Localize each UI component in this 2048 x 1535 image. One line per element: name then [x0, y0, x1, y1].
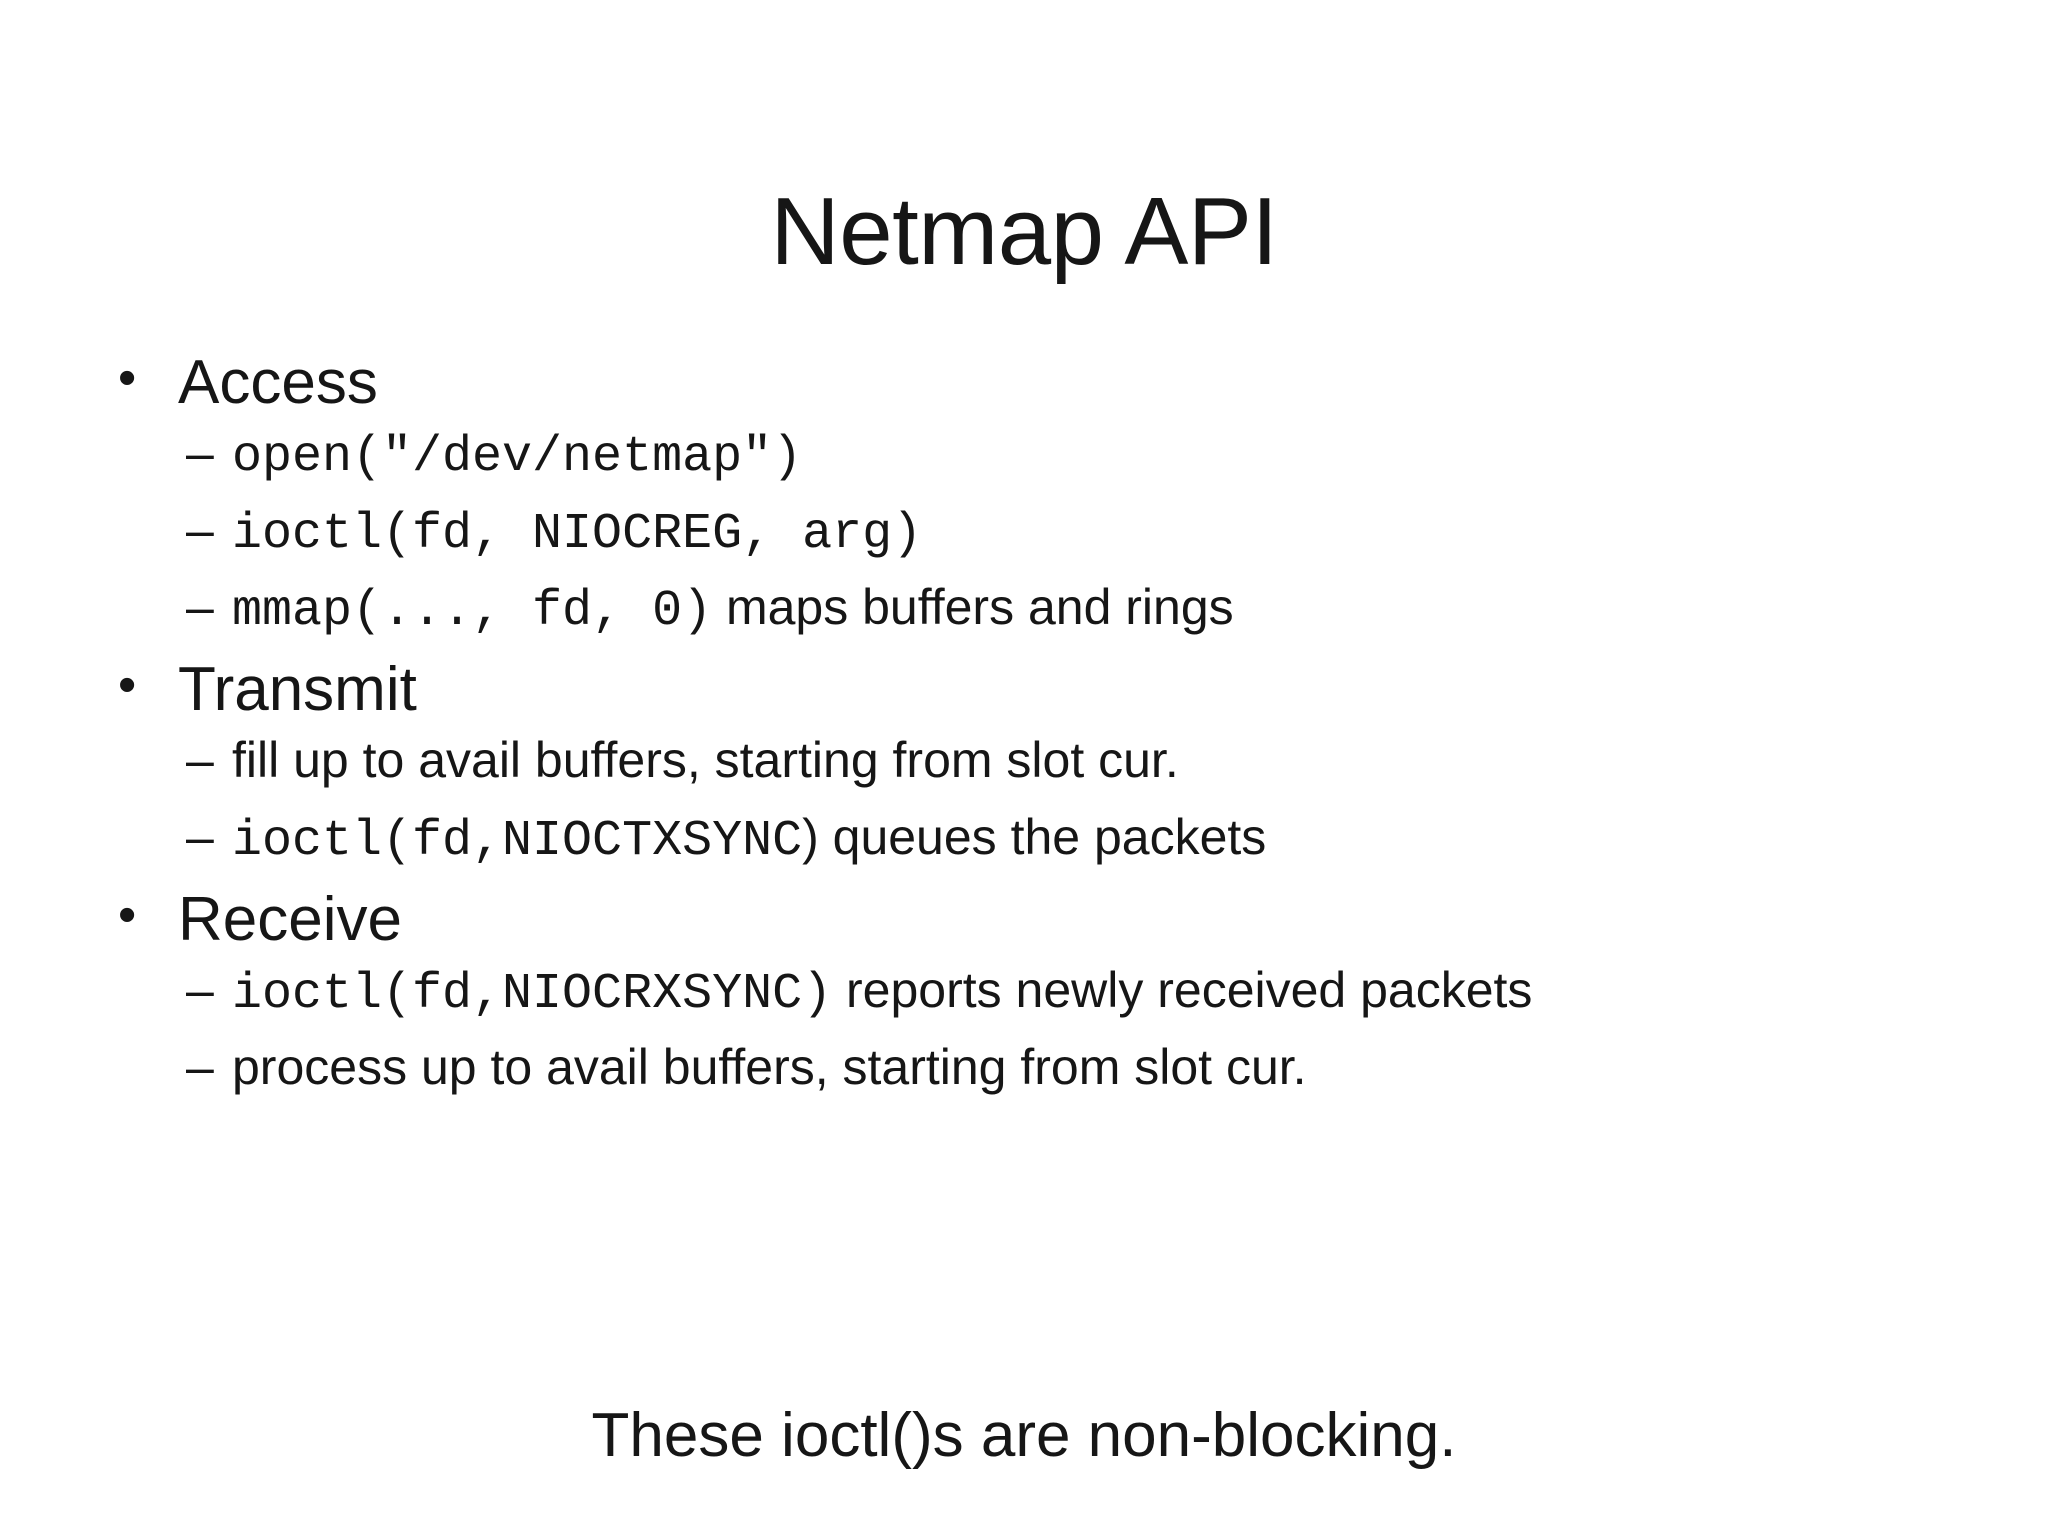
- code-open-call: open("/dev/netmap"): [232, 429, 803, 486]
- sub-bullet-ioctl-niocrxsync: – ioctl(fd,NIOCRXSYNC) reports newly rec…: [0, 965, 2048, 1020]
- bullet-dot-icon: •: [118, 886, 137, 944]
- dash-icon: –: [186, 1039, 214, 1095]
- sub-bullet-process-buffers: – process up to avail buffers, starting …: [0, 1042, 2048, 1097]
- dash-icon: –: [186, 732, 214, 788]
- bullet-access: • Access: [0, 352, 2048, 414]
- footer-note: These ioctl()s are non-blocking.: [591, 1401, 1457, 1470]
- sub-bullet-ioctl-niocrxsync-text: reports newly received packets: [832, 962, 1533, 1018]
- code-mmap-call: mmap(..., fd, 0): [232, 583, 713, 640]
- dash-icon: –: [186, 579, 214, 635]
- sub-bullet-process-buffers-text: process up to avail buffers, starting fr…: [232, 1039, 1307, 1095]
- code-ioctl-nioctxsync: ioctl(fd,NIOCTXSYNC: [232, 813, 803, 870]
- bullet-receive-label: Receive: [178, 885, 402, 954]
- bullet-access-label: Access: [178, 348, 378, 417]
- page-title: Netmap API: [770, 178, 1278, 286]
- sub-bullet-fill-buffers: – fill up to avail buffers, starting fro…: [0, 735, 2048, 790]
- sub-bullet-mmap-text: maps buffers and rings: [712, 579, 1234, 635]
- bullet-dot-icon: •: [118, 656, 137, 714]
- sub-bullet-ioctl-nioctxsync-text: ) queues the packets: [802, 809, 1267, 865]
- dash-icon: –: [186, 962, 214, 1018]
- bullet-transmit-label: Transmit: [178, 655, 417, 724]
- bullet-group-access: • Access – open("/dev/netmap") – ioctl(f…: [0, 352, 2048, 637]
- dash-icon: –: [186, 425, 214, 481]
- code-ioctl-niocreg: ioctl(fd, NIOCREG, arg): [232, 506, 923, 563]
- dash-icon: –: [186, 809, 214, 865]
- code-ioctl-niocrxsync: ioctl(fd,NIOCRXSYNC): [232, 966, 833, 1023]
- sub-bullet-ioctl-niocreg: – ioctl(fd, NIOCREG, arg): [0, 505, 2048, 560]
- sub-bullet-fill-buffers-text: fill up to avail buffers, starting from …: [232, 732, 1179, 788]
- dash-icon: –: [186, 502, 214, 558]
- bullet-group-receive: • Receive – ioctl(fd,NIOCRXSYNC) reports…: [0, 889, 2048, 1097]
- sub-bullet-ioctl-nioctxsync: – ioctl(fd,NIOCTXSYNC) queues the packet…: [0, 812, 2048, 867]
- bullet-group-transmit: • Transmit – fill up to avail buffers, s…: [0, 659, 2048, 867]
- bullet-receive: • Receive: [0, 889, 2048, 951]
- sub-bullet-open: – open("/dev/netmap"): [0, 428, 2048, 483]
- sub-bullet-mmap: – mmap(..., fd, 0) maps buffers and ring…: [0, 582, 2048, 637]
- bullet-dot-icon: •: [118, 349, 137, 407]
- bullet-transmit: • Transmit: [0, 659, 2048, 721]
- slide-body: • Access – open("/dev/netmap") – ioctl(f…: [0, 352, 2048, 1119]
